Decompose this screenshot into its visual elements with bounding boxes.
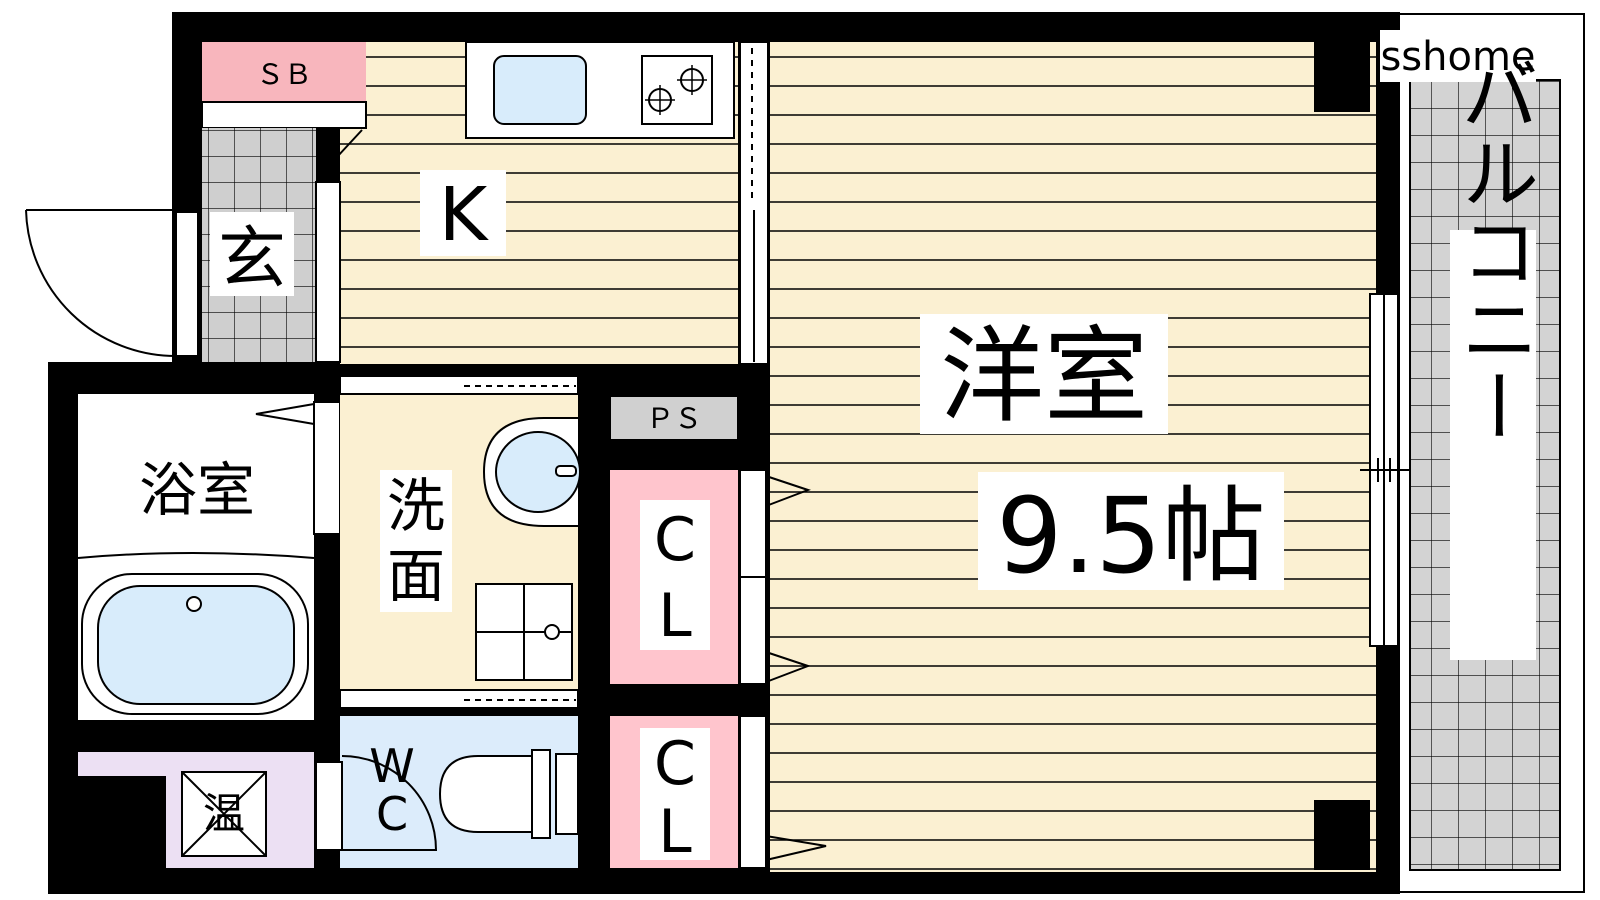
bathroom	[77, 394, 341, 720]
water-heater-space	[78, 752, 314, 868]
toilet-room	[315, 716, 579, 868]
shoe-box	[201, 42, 367, 186]
closet-2-label-bottom: L	[658, 797, 692, 867]
pipe-space-label: ＰＳ	[646, 402, 702, 435]
kitchen-counter	[465, 41, 735, 139]
western-room-size: 9.5帖	[996, 475, 1265, 597]
washroom-label-top: 洗	[387, 472, 445, 540]
balcony	[1387, 13, 1585, 893]
stove	[641, 55, 713, 125]
western-room-name: 洋室	[940, 315, 1148, 437]
shoe-box-label: ＳＢ	[256, 58, 312, 91]
balcony-label: バルコニー	[1448, 55, 1538, 445]
sink-basin	[493, 55, 587, 125]
entrance-label: 玄	[218, 220, 286, 299]
toilet-label-bottom: C	[376, 787, 408, 841]
washroom	[339, 375, 581, 709]
washroom-label-bottom: 面	[387, 542, 445, 610]
closet-1-label-top: C	[654, 505, 696, 575]
bathroom-label: 浴室	[139, 456, 255, 524]
closet-2-label-top: C	[654, 729, 696, 799]
pipe-space	[609, 395, 739, 441]
kitchen-label: K	[439, 172, 490, 258]
toilet-bowl	[438, 755, 532, 833]
western-room-floor	[770, 42, 1376, 872]
watermark: sshome	[1380, 34, 1535, 80]
entry-door	[25, 209, 202, 357]
closet-1-label-bottom: L	[658, 581, 692, 651]
toilet-label-top: W	[369, 739, 414, 793]
water-heater-label: 温	[203, 789, 245, 838]
balcony-window	[1360, 293, 1410, 647]
